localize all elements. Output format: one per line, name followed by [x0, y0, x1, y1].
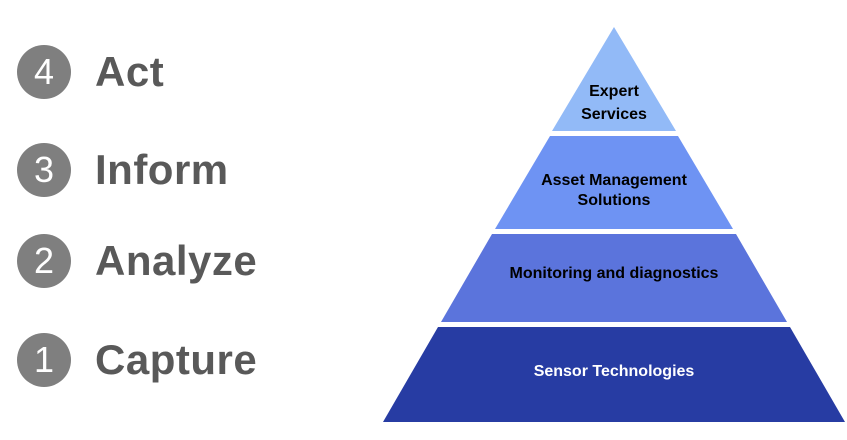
pyramid-layer-asset-management-label-line2: Solutions — [578, 192, 651, 209]
pyramid-layer-expert-services — [552, 27, 676, 131]
pyramid-layer-monitoring-diagnostics-label: Monitoring and diagnostics — [510, 265, 719, 282]
step-label: Analyze — [95, 237, 258, 284]
step-label: Act — [95, 48, 165, 95]
steps-list: 4 Act 3 Inform 2 Analyze 1 Capture — [17, 0, 347, 440]
step-analyze: 2 Analyze — [17, 234, 257, 288]
step-inform: 3 Inform — [17, 143, 229, 197]
pyramid-layer-expert-services-label-line1: Expert — [589, 83, 639, 100]
step-number-badge: 1 — [17, 333, 71, 387]
pyramid-layer-asset-management — [495, 136, 733, 229]
pyramid-layer-sensor-technologies — [383, 327, 845, 422]
pyramid-layer-sensor-technologies-label: Sensor Technologies — [534, 363, 695, 380]
pyramid-layer-monitoring-diagnostics — [441, 234, 787, 322]
step-label: Inform — [95, 146, 229, 193]
pyramid-layer-asset-management-label-line1: Asset Management — [541, 172, 687, 189]
step-number-badge: 2 — [17, 234, 71, 288]
step-capture: 1 Capture — [17, 333, 257, 387]
step-act: 4 Act — [17, 45, 164, 99]
step-number-badge: 4 — [17, 45, 71, 99]
step-label: Capture — [95, 336, 258, 383]
pyramid-layer-expert-services-label-line2: Services — [581, 106, 647, 123]
step-number-badge: 3 — [17, 143, 71, 197]
